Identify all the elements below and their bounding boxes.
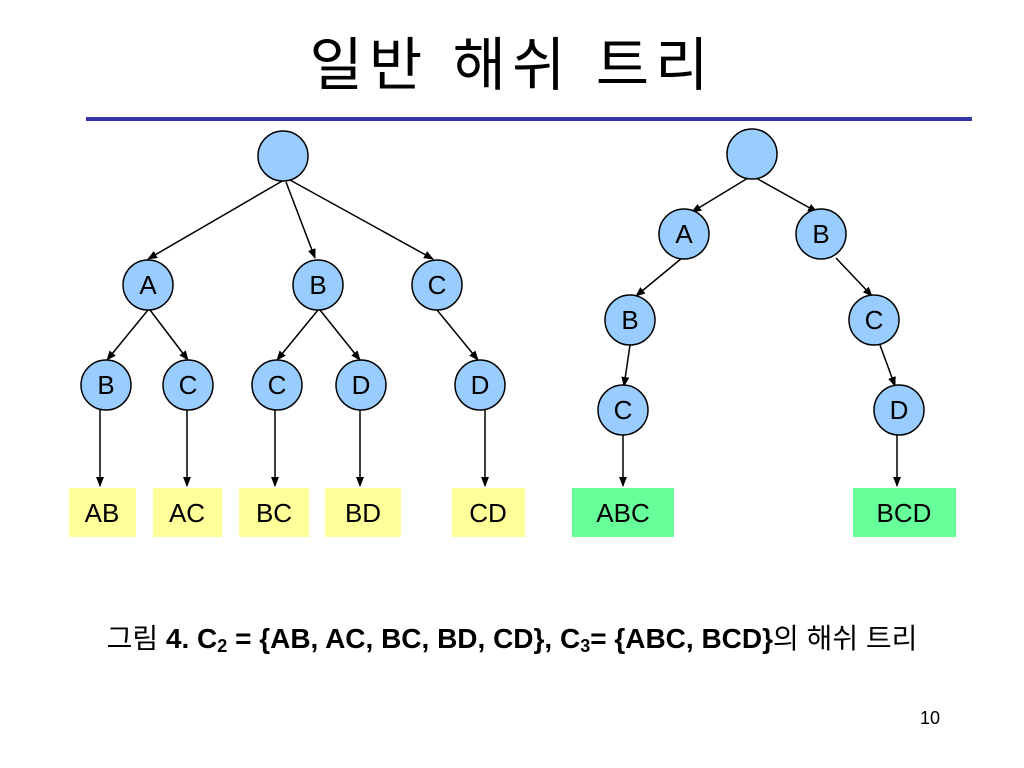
tree-node — [848, 294, 900, 346]
edge — [147, 179, 285, 260]
node-label: D — [890, 395, 909, 425]
edge — [436, 309, 479, 361]
leaf-label: AB — [85, 498, 120, 528]
tree-node — [604, 294, 656, 346]
node-label: A — [139, 270, 157, 300]
node-label: B — [812, 219, 829, 249]
edge — [635, 257, 683, 297]
tree-node — [597, 384, 649, 436]
tree-node — [873, 384, 925, 436]
figure-caption: 그림 4. C2 = {AB, AC, BC, BD, CD}, C3= {AB… — [20, 618, 1004, 660]
node-label: B — [97, 370, 114, 400]
right-tree-node-labels: A B B C C D — [614, 219, 909, 425]
tree-node — [411, 259, 463, 311]
caption-fig: 4. C — [165, 623, 218, 654]
tree-node — [454, 359, 506, 411]
edge — [621, 344, 631, 387]
leaf-label: BCD — [877, 498, 932, 528]
edge — [319, 309, 361, 361]
edge — [691, 177, 749, 213]
node-label: C — [428, 270, 447, 300]
tree-node — [251, 359, 303, 411]
caption-set2: = {ABC, BCD} — [590, 623, 774, 654]
page-number: 10 — [919, 708, 941, 728]
root-node — [257, 130, 309, 182]
leaf-box — [153, 488, 222, 537]
leaf-box — [572, 488, 674, 537]
node-label: C — [865, 305, 884, 335]
node-label: A — [675, 219, 693, 249]
leaf-label: AC — [169, 498, 205, 528]
tree-node — [80, 359, 132, 411]
edge — [289, 179, 434, 260]
leaf-box — [853, 488, 956, 537]
left-tree-nodes — [80, 130, 506, 411]
node-label: C — [614, 395, 633, 425]
leaf-box — [452, 488, 525, 537]
tree-node — [795, 208, 847, 260]
caption-formula: 4. C2 = {AB, AC, BC, BD, CD}, C3= {ABC, … — [165, 623, 774, 656]
leaf-box — [325, 488, 401, 537]
tree-node — [335, 359, 387, 411]
tree-node — [292, 259, 344, 311]
tree-node — [162, 359, 214, 411]
edge — [276, 309, 319, 361]
left-tree-node-labels: A B C B C C D D — [97, 270, 489, 400]
root-node — [726, 128, 778, 180]
caption-subscript: 3 — [580, 636, 591, 656]
title-underline — [86, 117, 972, 121]
caption-suffix: 의 해쉬 트리 — [773, 623, 918, 654]
node-label: B — [621, 305, 638, 335]
tree-node — [658, 208, 710, 260]
left-tree-edges — [96, 179, 489, 487]
leaf-label: CD — [469, 498, 507, 528]
leaf-labels: AB AC BC BD CD ABC BCD — [85, 498, 932, 528]
leaf-boxes — [69, 488, 956, 537]
node-label: D — [352, 370, 371, 400]
node-label: D — [471, 370, 490, 400]
node-label: C — [268, 370, 287, 400]
leaf-box — [69, 488, 136, 537]
right-tree-edges — [619, 177, 901, 487]
leaf-label: ABC — [596, 498, 649, 528]
node-label: C — [179, 370, 198, 400]
caption-set1: = {AB, AC, BC, BD, CD}, C — [227, 623, 581, 654]
edge — [835, 257, 873, 297]
edge — [755, 177, 818, 213]
leaf-label: BC — [256, 498, 292, 528]
edge — [879, 344, 896, 387]
caption-prefix: 그림 — [106, 623, 166, 654]
tree-node — [122, 259, 174, 311]
edge — [149, 309, 189, 361]
node-label: B — [309, 270, 326, 300]
edge — [285, 181, 316, 259]
slide-title: 일반 해쉬 트리 — [309, 31, 715, 99]
leaf-label: BD — [345, 498, 381, 528]
edge — [106, 309, 149, 361]
right-tree-nodes — [597, 128, 925, 436]
leaf-box — [239, 488, 309, 537]
caption-subscript: 2 — [217, 636, 228, 656]
